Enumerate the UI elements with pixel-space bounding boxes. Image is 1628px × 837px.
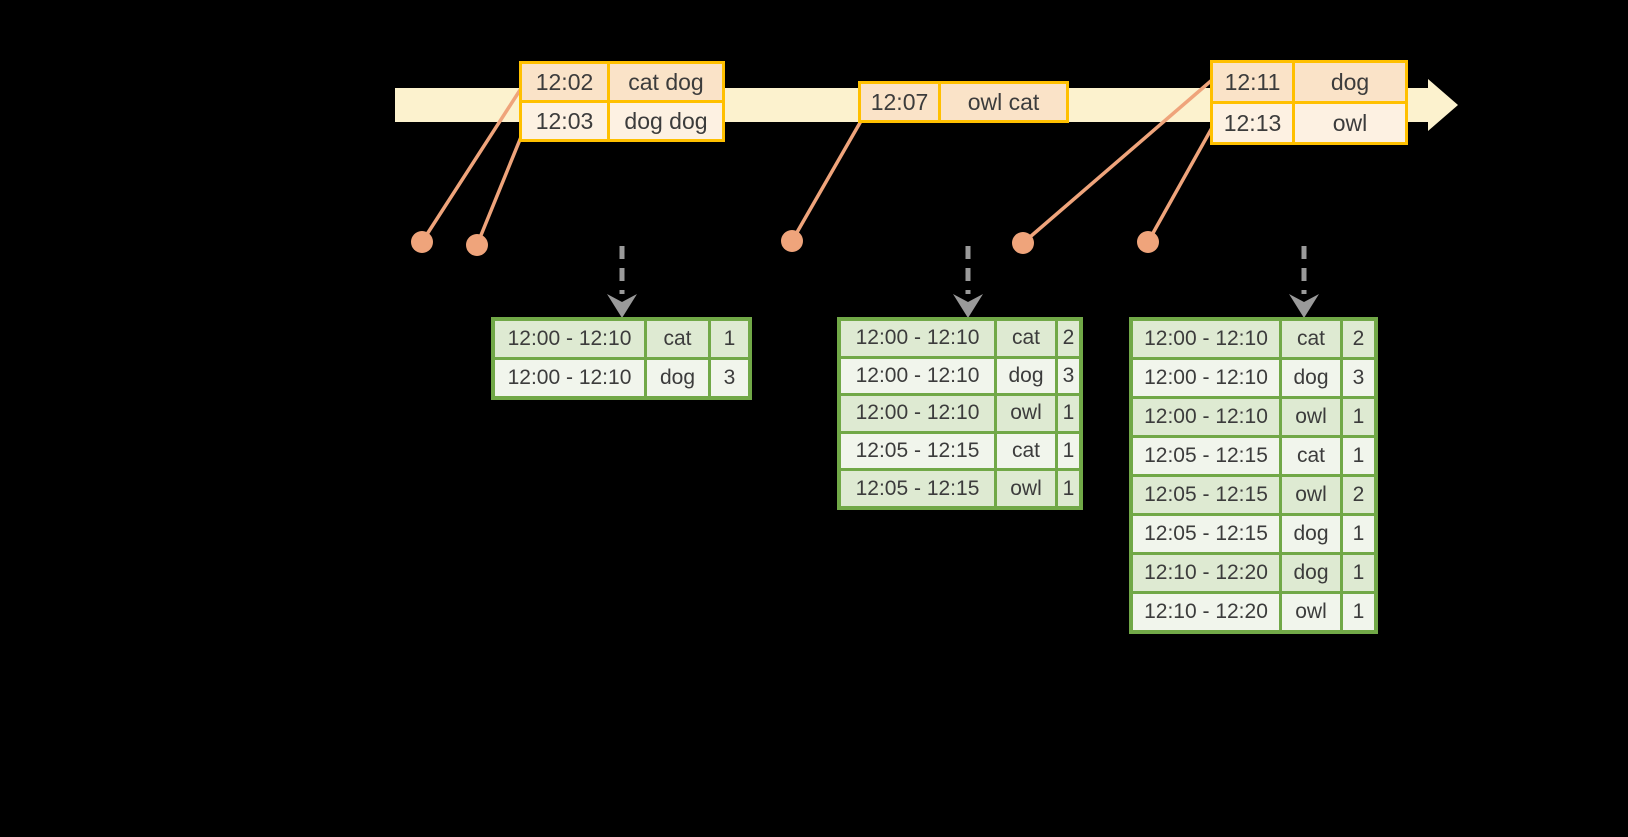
event-dot-2 [466, 234, 488, 256]
connector-line-1 [420, 86, 524, 243]
count-cell: 1 [1343, 594, 1374, 630]
count-cell: 1 [1343, 555, 1374, 591]
event-table-3: 12:11 dog 12:13 owl [1210, 60, 1408, 145]
window-cell: 12:05 - 12:15 [841, 433, 994, 469]
count-cell: 1 [1058, 433, 1079, 469]
window-cell: 12:05 - 12:15 [1133, 438, 1279, 474]
word-cell: cat [997, 433, 1055, 469]
word-cell: dog [997, 358, 1055, 394]
event-words-cell: cat dog [610, 64, 722, 100]
word-cell: owl [1282, 477, 1340, 513]
count-cell: 1 [1343, 516, 1374, 552]
count-cell: 1 [1058, 396, 1079, 431]
event-words-cell: owl cat [941, 84, 1066, 120]
result-table-3: 12:00 - 12:10 cat 2 12:00 - 12:10 dog 3 … [1129, 317, 1378, 634]
word-cell: owl [997, 471, 1055, 506]
count-cell: 3 [1058, 358, 1079, 394]
result-table-2: 12:00 - 12:10 cat 2 12:00 - 12:10 dog 3 … [837, 317, 1083, 510]
window-cell: 12:05 - 12:15 [1133, 477, 1279, 513]
word-cell: owl [1282, 594, 1340, 630]
window-cell: 12:00 - 12:10 [841, 358, 994, 394]
event-words-cell: dog [1295, 63, 1405, 101]
count-cell: 2 [1343, 321, 1374, 357]
result-table-1: 12:00 - 12:10 cat 1 12:00 - 12:10 dog 3 [491, 317, 752, 400]
count-cell: 1 [1343, 399, 1374, 435]
count-cell: 3 [1343, 360, 1374, 396]
word-cell: dog [1282, 516, 1340, 552]
word-cell: dog [1282, 360, 1340, 396]
window-cell: 12:00 - 12:10 [1133, 399, 1279, 435]
window-cell: 12:00 - 12:10 [495, 321, 644, 357]
event-time-cell: 12:03 [522, 103, 607, 139]
count-cell: 1 [711, 321, 748, 357]
word-cell: owl [997, 396, 1055, 431]
window-cell: 12:00 - 12:10 [1133, 360, 1279, 396]
connector-line-5 [1146, 125, 1215, 243]
count-cell: 2 [1343, 477, 1374, 513]
word-cell: cat [647, 321, 708, 357]
event-time-cell: 12:07 [861, 84, 938, 120]
event-time-cell: 12:11 [1213, 63, 1292, 101]
trigger-arrow-3 [1289, 246, 1319, 318]
word-cell: cat [1282, 438, 1340, 474]
word-cell: owl [1282, 399, 1340, 435]
window-cell: 12:00 - 12:10 [495, 360, 644, 396]
count-cell: 1 [1058, 471, 1079, 506]
window-cell: 12:10 - 12:20 [1133, 594, 1279, 630]
event-time-cell: 12:02 [522, 64, 607, 100]
connector-line-2 [475, 136, 523, 246]
event-words-cell: owl [1295, 104, 1405, 142]
event-table-2: 12:07 owl cat [858, 81, 1069, 123]
window-cell: 12:00 - 12:10 [841, 396, 994, 431]
window-cell: 12:10 - 12:20 [1133, 555, 1279, 591]
event-dot-5 [1137, 231, 1159, 253]
window-cell: 12:00 - 12:10 [841, 321, 994, 356]
event-dot-1 [411, 231, 433, 253]
event-dot-3 [781, 230, 803, 252]
event-dot-4 [1012, 232, 1034, 254]
event-table-1: 12:02 cat dog 12:03 dog dog [519, 61, 725, 142]
window-cell: 12:05 - 12:15 [1133, 516, 1279, 552]
window-cell: 12:05 - 12:15 [841, 471, 994, 506]
count-cell: 1 [1343, 438, 1374, 474]
count-cell: 3 [711, 360, 748, 396]
event-words-cell: dog dog [610, 103, 722, 139]
connector-line-3 [790, 120, 863, 242]
word-cell: cat [997, 321, 1055, 356]
trigger-arrow-1 [607, 246, 637, 318]
word-cell: dog [1282, 555, 1340, 591]
word-cell: dog [647, 360, 708, 396]
count-cell: 2 [1058, 321, 1079, 356]
word-cell: cat [1282, 321, 1340, 357]
event-time-cell: 12:13 [1213, 104, 1292, 142]
trigger-arrow-2 [953, 246, 983, 318]
window-cell: 12:00 - 12:10 [1133, 321, 1279, 357]
